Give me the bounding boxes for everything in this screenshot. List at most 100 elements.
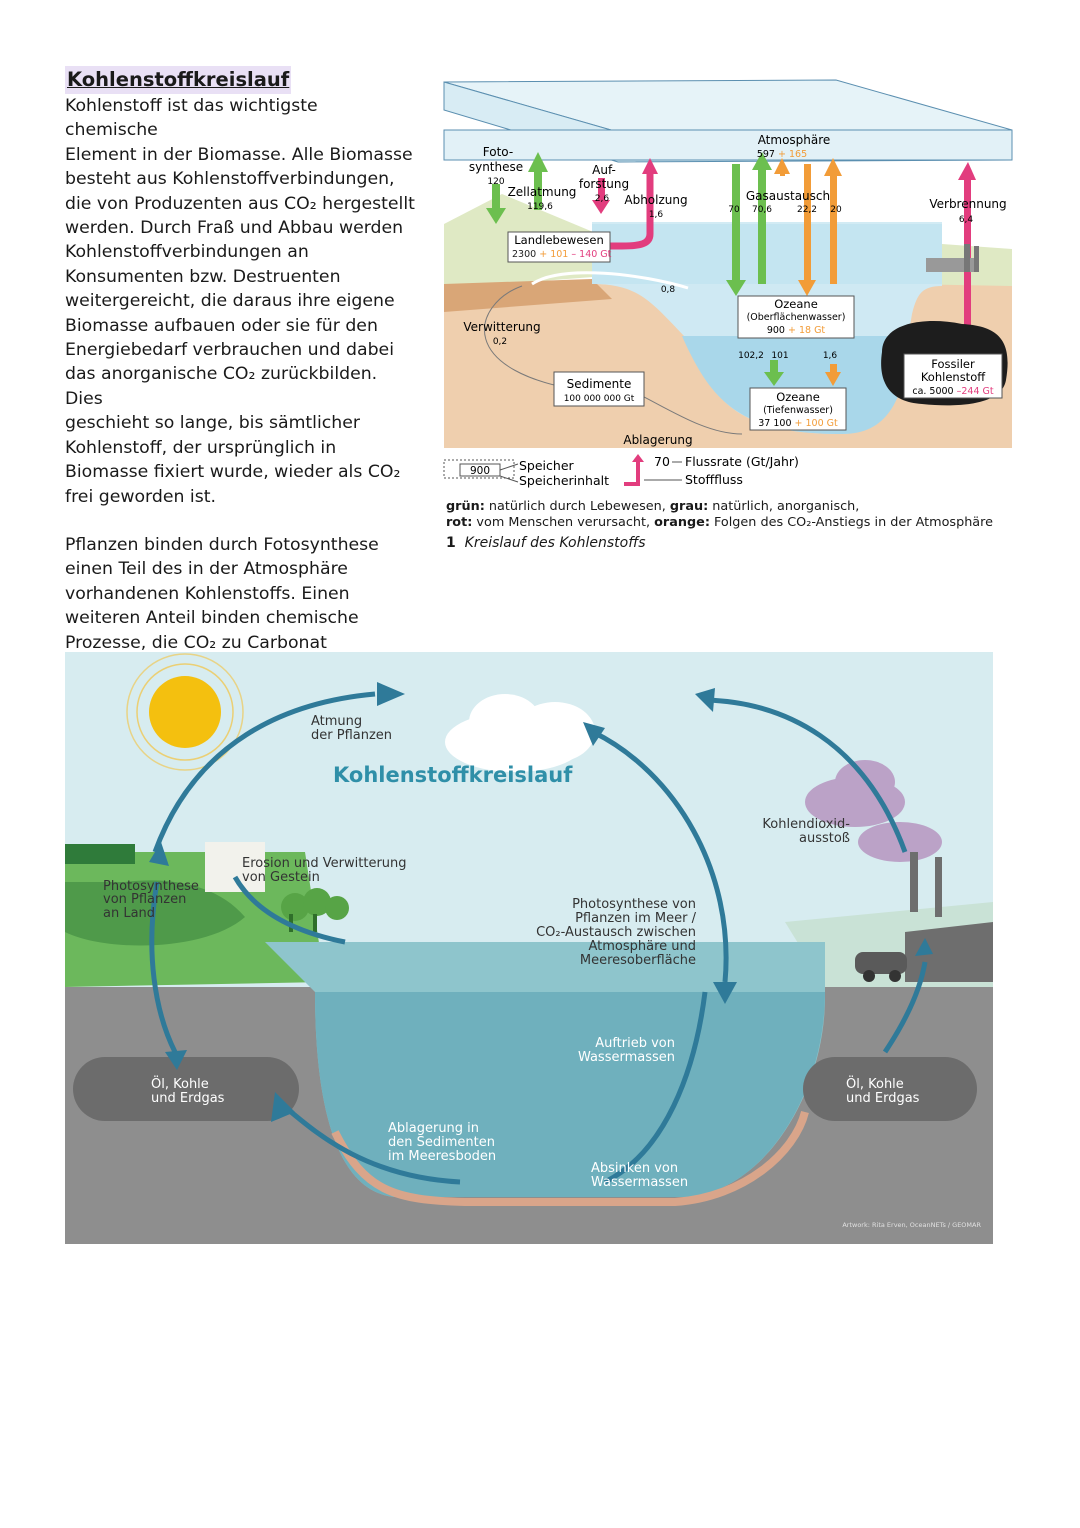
svg-text:900 + 18 Gt: 900 + 18 Gt (767, 325, 826, 336)
svg-text:Landlebewesen: Landlebewesen (514, 233, 604, 247)
sun-icon (126, 653, 244, 771)
svg-text:Absinken von: Absinken von (591, 1161, 678, 1176)
svg-text:37 100 + 100 Gt: 37 100 + 100 Gt (758, 418, 838, 429)
svg-text:Auf-: Auf- (592, 163, 616, 177)
svg-text:Kohlendioxid-: Kohlendioxid- (762, 817, 850, 832)
svg-text:und Erdgas: und Erdgas (846, 1091, 920, 1106)
svg-text:Flussrate (Gt/Jahr): Flussrate (Gt/Jahr) (685, 454, 799, 469)
illustration-title: Kohlenstoffkreislauf (333, 763, 573, 787)
svg-text:Speicher: Speicher (519, 458, 575, 473)
svg-text:forstung: forstung (579, 177, 629, 191)
svg-text:1,6: 1,6 (823, 351, 838, 361)
svg-text:2300 + 101 – 140 Gt: 2300 + 101 – 140 Gt (512, 249, 612, 260)
color-key-line-2: rot: vom Menschen verursacht, orange: Fo… (446, 515, 994, 530)
factory-icon (926, 244, 979, 272)
svg-text:22,2: 22,2 (797, 205, 817, 215)
svg-text:Speicherinhalt: Speicherinhalt (519, 473, 609, 488)
box-land-organisms: Landlebewesen 2300 + 101 – 140 Gt (507, 231, 612, 263)
figure-legend: 900 Speicher Speicherinhalt 70 Flussrate… (443, 454, 799, 488)
intro-paragraph-1: Kohlenstoff ist das wichtigste chemische… (65, 96, 415, 507)
svg-text:Wassermassen: Wassermassen (578, 1050, 675, 1065)
svg-text:der Pflanzen: der Pflanzen (311, 728, 392, 743)
green-arrows (486, 152, 784, 386)
svg-text:ca. 5000 –244 Gt: ca. 5000 –244 Gt (912, 386, 994, 397)
svg-text:Foto-: Foto- (483, 145, 513, 159)
svg-text:synthese: synthese (469, 160, 523, 174)
svg-text:den Sedimenten: den Sedimenten (388, 1135, 495, 1150)
svg-text:102,2: 102,2 (738, 351, 764, 361)
box-fossil-carbon: Fossiler Kohlenstoff ca. 5000 –244 Gt (903, 353, 1003, 399)
svg-text:Öl, Kohle: Öl, Kohle (846, 1075, 904, 1092)
svg-text:70,6: 70,6 (752, 205, 772, 215)
svg-text:CO₂-Austausch zwischen: CO₂-Austausch zwischen (536, 925, 696, 940)
orange-arrows (774, 158, 842, 386)
car-icon (855, 952, 907, 982)
svg-text:Wassermassen: Wassermassen (591, 1175, 688, 1190)
label-atmosphere-value: 597 + 165 (757, 149, 807, 160)
ocean-deep (315, 992, 825, 1197)
figure-caption: 1 Kreislauf des Kohlenstoffs (446, 535, 646, 551)
svg-text:Verbrennung: Verbrennung (929, 197, 1006, 211)
svg-text:101: 101 (771, 351, 788, 361)
svg-text:0,2: 0,2 (493, 337, 507, 347)
carbon-cycle-block-diagram: Landlebewesen 2300 + 101 – 140 Gt Ozeane… (443, 79, 1013, 448)
svg-text:2,6: 2,6 (595, 194, 610, 204)
left-hill (65, 844, 135, 864)
svg-text:Erosion und Verwitterung: Erosion und Verwitterung (242, 856, 407, 871)
svg-text:Meeresoberfläche: Meeresoberfläche (580, 953, 696, 968)
ocean-floor-sediment (331, 1110, 809, 1206)
fossil-reservoir-left (73, 1057, 299, 1121)
svg-text:0,8: 0,8 (661, 285, 676, 295)
svg-text:70: 70 (728, 205, 740, 215)
factory-icon (905, 852, 993, 982)
svg-text:1,6: 1,6 (649, 210, 664, 220)
svg-text:Sedimente: Sedimente (567, 377, 632, 391)
label-photosynthese-meer: Photosynthese von Pflanzen im Meer / CO₂… (536, 897, 697, 968)
svg-text:Ozeane: Ozeane (776, 390, 820, 404)
svg-text:(Tiefenwasser): (Tiefenwasser) (763, 405, 833, 416)
svg-text:Pflanzen im Meer /: Pflanzen im Meer / (575, 911, 697, 926)
svg-text:Kohlenstoff: Kohlenstoff (921, 370, 986, 384)
box-ocean-deep: Ozeane (Tiefenwasser) 37 100 + 100 Gt (749, 387, 847, 431)
svg-text:Öl, Kohle: Öl, Kohle (151, 1075, 209, 1092)
svg-text:Atmosphäre und: Atmosphäre und (588, 939, 696, 954)
cloud-icon (445, 694, 595, 772)
svg-text:Ablagerung in: Ablagerung in (388, 1121, 479, 1136)
svg-text:119,6: 119,6 (527, 202, 553, 212)
white-cliff (205, 842, 265, 892)
svg-text:Abholzung: Abholzung (624, 193, 687, 207)
svg-text:Ablagerung: Ablagerung (623, 433, 692, 447)
ocean-deep (682, 336, 912, 434)
artwork-credit: Artwork: Rita Erven, OceanNETs / GEOMAR (842, 1221, 981, 1229)
svg-text:Photosynthese von: Photosynthese von (572, 897, 696, 912)
svg-text:Stofffluss: Stofffluss (685, 472, 743, 487)
land-runoff (531, 271, 689, 290)
svg-text:Atmung: Atmung (311, 714, 362, 729)
svg-text:an Land: an Land (103, 906, 155, 921)
svg-text:20: 20 (830, 205, 842, 215)
svg-text:(Oberflächenwasser): (Oberflächenwasser) (747, 312, 846, 323)
label-atmosphere: Atmosphäre (758, 133, 831, 147)
svg-text:Ozeane: Ozeane (774, 297, 818, 311)
cycle-arrows (149, 691, 928, 1185)
svg-text:Auftrieb von: Auftrieb von (595, 1036, 675, 1051)
cycle-arrow-heads (149, 682, 933, 1122)
intro-text: Kohlenstoffkreislauf Kohlenstoff ist das… (65, 66, 415, 679)
intro-paragraph-2: Pflanzen binden durch Fotosynthese einen… (65, 534, 379, 677)
box-sediments: Sedimente 100 000 000 Gt (553, 371, 645, 407)
svg-text:Zellatmung: Zellatmung (508, 185, 577, 199)
fossil-reservoir-right (803, 1057, 977, 1121)
svg-text:70: 70 (654, 454, 670, 469)
svg-text:im Meeresboden: im Meeresboden (388, 1149, 496, 1164)
svg-text:Verwitterung: Verwitterung (463, 320, 540, 334)
svg-text:und Erdgas: und Erdgas (151, 1091, 225, 1106)
box-ocean-surface: Ozeane (Oberflächenwasser) 900 + 18 Gt (737, 295, 855, 339)
svg-text:6,4: 6,4 (959, 215, 974, 225)
water-surface (592, 222, 942, 284)
svg-text:120: 120 (487, 177, 504, 187)
svg-text:Fossiler: Fossiler (931, 357, 975, 371)
carbon-cycle-illustration: Atmung der Pflanzen Kohlenstoffkreislauf… (65, 652, 993, 1244)
svg-text:von Gestein: von Gestein (242, 870, 320, 885)
color-key-line-1: grün: natürlich durch Lebewesen, grau: n… (446, 499, 860, 514)
svg-text:Gasaustausch: Gasaustausch (746, 189, 830, 203)
